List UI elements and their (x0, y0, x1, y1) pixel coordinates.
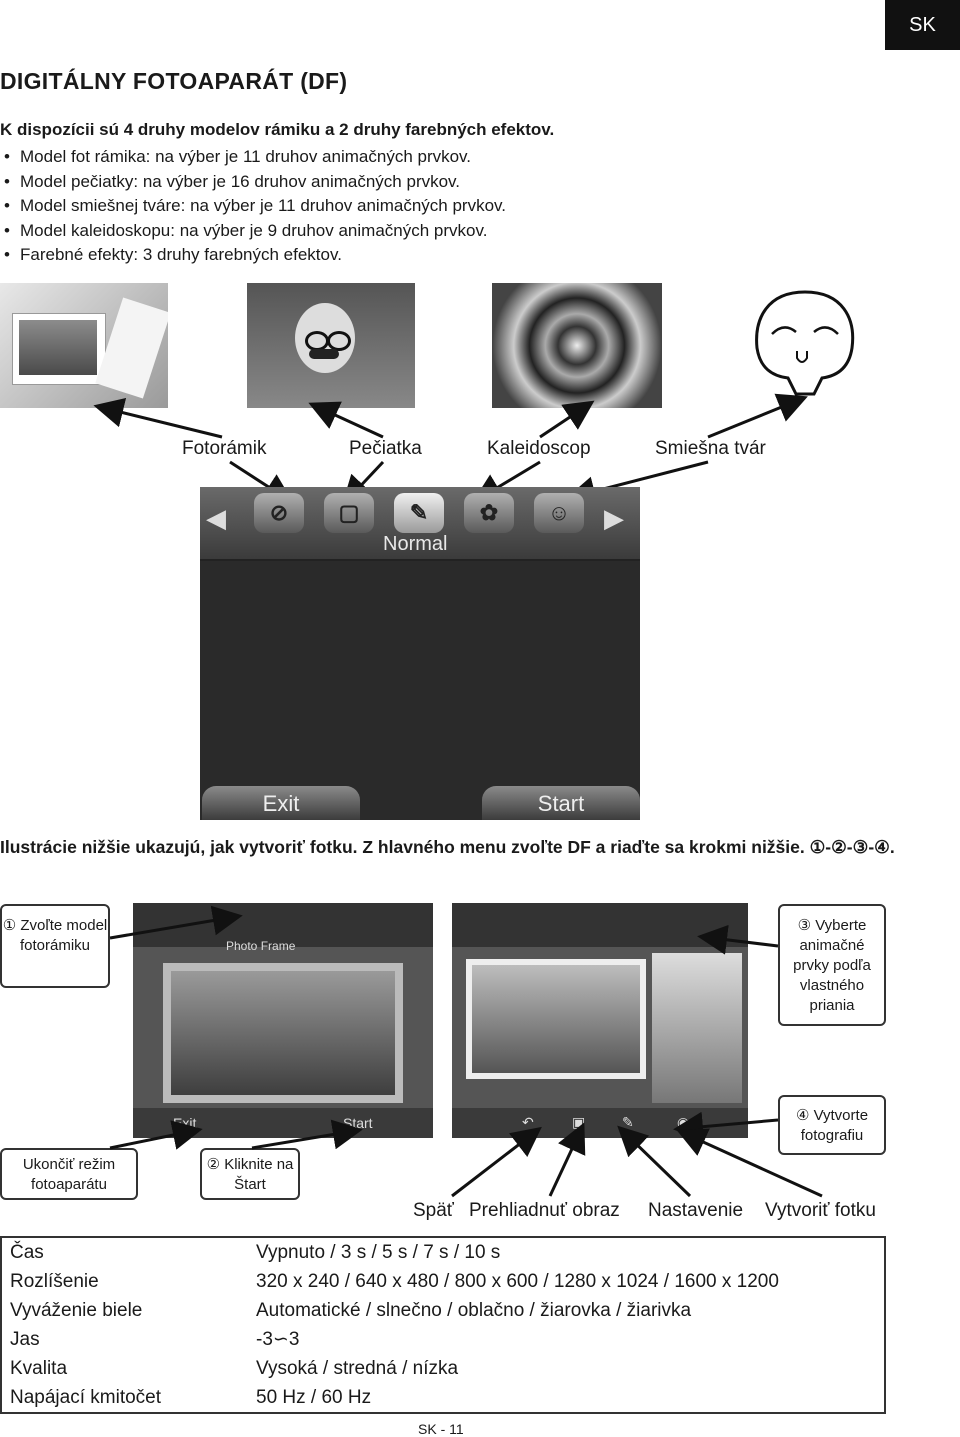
photo-frame-example-image (0, 283, 168, 408)
label-back: Späť (413, 1200, 454, 1221)
steps-text: Ilustrácie nižšie ukazujú, jak vytvoriť … (0, 837, 895, 857)
settings-icon[interactable]: ✎ (622, 1114, 634, 1130)
no-effect-icon[interactable]: ⊘ (254, 493, 304, 533)
label-funny-face: Smiešna tvár (655, 438, 766, 459)
face-icon[interactable]: ☺ (534, 493, 584, 533)
language-tab: SK (885, 0, 960, 50)
label-photo-frame: Fotorámik (182, 438, 267, 459)
list-item: Farebné efekty: 3 druhy farebných efekto… (0, 243, 506, 268)
frame-label: Photo Frame (226, 939, 296, 953)
stamp-icon[interactable]: ✎ (394, 493, 444, 533)
back-icon[interactable]: ↶ (522, 1114, 534, 1130)
list-item: Model kaleidoskopu: na výber je 9 druhov… (0, 219, 506, 244)
label-settings: Nastavenie (648, 1200, 744, 1221)
list-item: Model fot rámika: na výber je 11 druhov … (0, 145, 506, 170)
start-button[interactable]: Start (482, 786, 640, 820)
kaleidoscope-icon[interactable]: ✿ (464, 493, 514, 533)
list-item: Model smiešnej tváre: na výber je 11 dru… (0, 194, 506, 219)
photo-frame-screenshot: Photo Frame Exit Start (133, 903, 433, 1138)
label-kaleidoscope: Kaleidoscop (487, 438, 591, 459)
label-take-photo: Vytvoriť fotku (765, 1200, 876, 1221)
camera-screen: ◀ ⊘ ▢ ✎ ✿ ☺ ▶ Normal Exit Start (200, 487, 640, 820)
kaleidoscope-example-image (492, 283, 662, 408)
intro-text: K dispozícii sú 4 druhy modelov rámiku a… (0, 120, 555, 139)
screenshot-arrows (109, 905, 823, 1198)
feature-list: Model fot rámika: na výber je 11 druhov … (0, 145, 506, 268)
right-arrow-icon[interactable]: ▶ (604, 503, 624, 533)
step2-callout: ② Kliknite na Štart (200, 1148, 300, 1200)
exit-callout: Ukončiť režim fotoaparátu (0, 1148, 138, 1200)
list-item: Model pečiatky: na výber je 16 druhov an… (0, 170, 506, 195)
step1-callout: ① Zvoľte model fotorámiku (0, 904, 110, 988)
left-arrow-icon[interactable]: ◀ (206, 503, 226, 533)
step3-callout: ③ Vyberte animačné prvky podľa vlastného… (778, 904, 886, 1026)
label-stamp: Pečiatka (349, 438, 422, 459)
label-preview: Prehliadnuť obraz (469, 1200, 620, 1221)
exit-button[interactable]: Exit (202, 786, 360, 820)
decoration-screenshot: ↶ ▣ ✎ ◉ (452, 903, 748, 1138)
frame-icon[interactable]: ▢ (324, 493, 374, 533)
page-number: SK - 11 (418, 1421, 464, 1437)
mode-name: Normal (383, 533, 448, 555)
table-row: Jas-3∽3 (10, 1328, 300, 1351)
stamp-example-image (247, 283, 415, 408)
page-title: DIGITÁLNY FOTOAPARÁT (DF) (0, 68, 348, 94)
step4-callout: ④ Vytvorte fotografiu (778, 1095, 886, 1155)
